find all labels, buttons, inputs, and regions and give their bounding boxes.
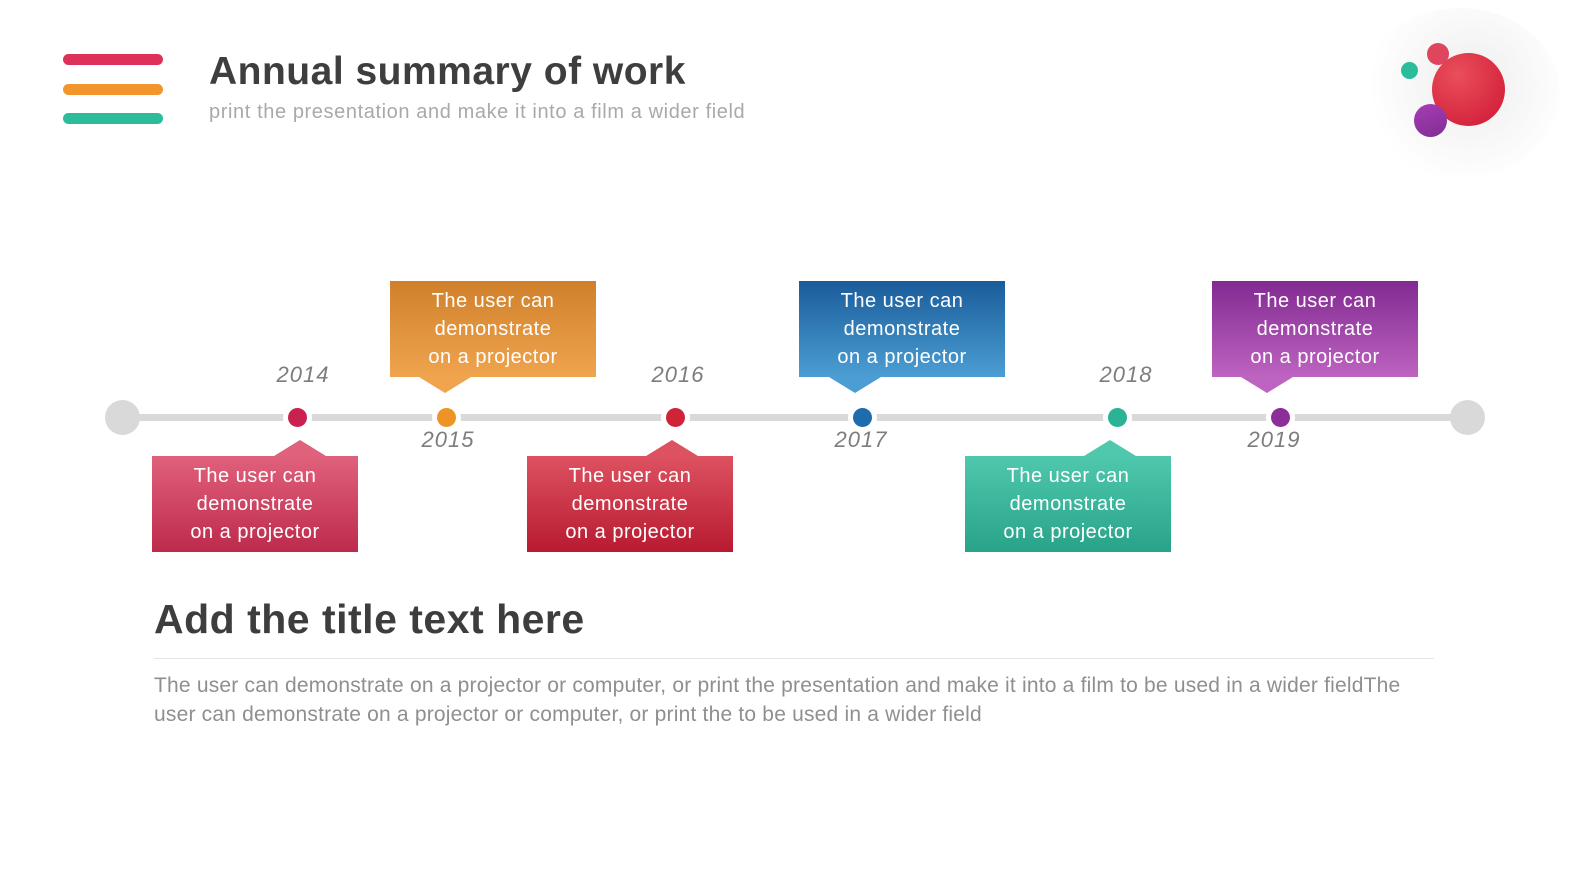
year-label: 2015 [421, 427, 475, 452]
timeline-line [122, 414, 1467, 421]
callout-pointer-down-icon [419, 377, 471, 393]
slide-title: Annual summary of work [209, 50, 686, 93]
event-callout: The user can demonstrate on a projector [390, 281, 596, 393]
timeline-endcap-right [1450, 400, 1485, 435]
header-stripe [63, 113, 163, 124]
callout-pointer-up-icon [1084, 440, 1136, 456]
event-callout: The user can demonstrate on a projector [152, 440, 358, 552]
event-callout: The user can demonstrate on a projector [527, 440, 733, 552]
callout-pointer-down-icon [829, 377, 881, 393]
year-label: 2014 [276, 362, 330, 387]
event-callout: The user can demonstrate on a projector [1212, 281, 1418, 393]
year-label: 2019 [1247, 427, 1301, 452]
logo-purple-circle [1414, 104, 1447, 137]
logo-small-red-circle [1427, 43, 1449, 65]
timeline-endcap-left [105, 400, 140, 435]
event-callout: The user can demonstrate on a projector [965, 440, 1171, 552]
callout-pointer-down-icon [1241, 377, 1293, 393]
section-body-text: The user can demonstrate on a projector … [154, 674, 1401, 726]
section-title: Add the title text here [154, 596, 585, 642]
section-divider [154, 658, 1434, 659]
year-label: 2017 [834, 427, 888, 452]
header-stripe [63, 54, 163, 65]
header-stripe [63, 84, 163, 95]
year-label: 2018 [1099, 362, 1153, 387]
callout-pointer-up-icon [646, 440, 698, 456]
logo-teal-circle [1401, 62, 1418, 79]
callout-pointer-up-icon [274, 440, 326, 456]
year-label: 2016 [651, 362, 705, 387]
event-callout: The user can demonstrate on a projector [799, 281, 1005, 393]
slide-subtitle: print the presentation and make it into … [209, 101, 746, 123]
